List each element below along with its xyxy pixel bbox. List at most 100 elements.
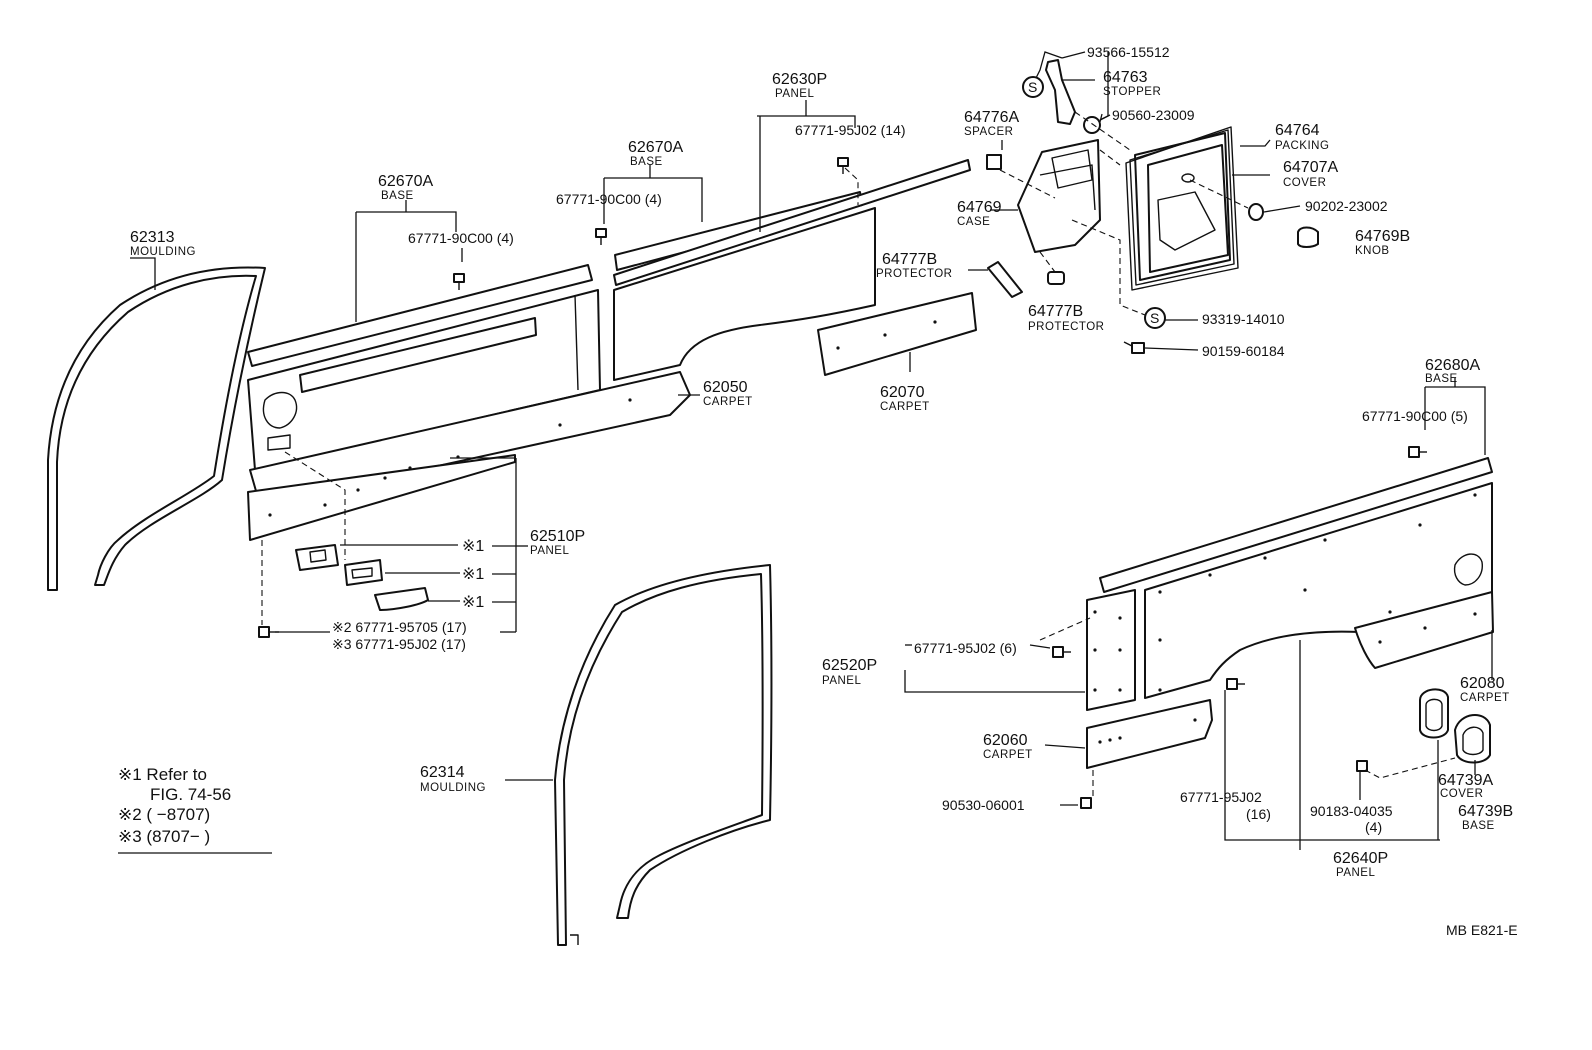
label-67771-90c00-5: 67771-90C00 (5) [1362, 408, 1468, 424]
label-qty-16: (16) [1246, 806, 1271, 822]
label-93319-14010: 93319-14010 [1202, 311, 1285, 327]
label-62670a-2: 62670A [628, 139, 683, 156]
label-64777b-1: 64777B [882, 251, 937, 268]
label-64769: 64769 [957, 199, 1002, 216]
label-90159-60184: 90159-60184 [1202, 343, 1285, 359]
label-64777b-2: 64777B [1028, 303, 1083, 320]
base-62670a-left [247, 264, 593, 367]
part-labels: 93566-15512 64763 STOPPER 90560-23009 64… [130, 44, 1518, 938]
label-carpet-2: CARPET [880, 401, 930, 413]
label-64764: 64764 [1275, 122, 1320, 139]
label-64776a: 64776A [964, 109, 1019, 126]
label-90560-23009: 90560-23009 [1112, 107, 1195, 123]
label-62050: 62050 [703, 379, 748, 396]
lower-panel-left [247, 454, 516, 541]
cover-64739a [1419, 688, 1449, 739]
label-qty-4: (4) [1365, 819, 1382, 835]
moulding-62314 [554, 564, 773, 946]
label-62070: 62070 [880, 384, 925, 401]
label-packing: PACKING [1275, 140, 1329, 152]
label-carpet-4: CARPET [1460, 692, 1510, 704]
stopper-64763 [1045, 59, 1076, 125]
label-62313: 62313 [130, 229, 175, 246]
nut-icons [1083, 116, 1264, 354]
label-64739a: 64739A [1438, 772, 1493, 789]
protector-64777b-2 [1047, 271, 1065, 285]
label-62670a-1: 62670A [378, 173, 433, 190]
label-62640p: 62640P [1333, 850, 1388, 867]
label-67771-95j02-16: 67771-95J02 [1180, 789, 1262, 805]
label-panel-4: PANEL [1336, 867, 1375, 879]
label-ref1-c: ※1 [462, 594, 484, 611]
label-moulding-2: MOULDING [420, 782, 486, 794]
label-62510p: 62510P [530, 528, 585, 545]
label-62080: 62080 [1460, 675, 1505, 692]
label-64739b: 64739B [1458, 803, 1513, 820]
figure-code: MB E821-E [1446, 922, 1518, 938]
label-carpet-1: CARPET [703, 396, 753, 408]
label-cover-2: COVER [1440, 788, 1483, 800]
label-67771-95j02-14: 67771-95J02 (14) [795, 122, 906, 138]
label-93566-15512: 93566-15512 [1087, 44, 1170, 60]
label-protector-1: PROTECTOR [876, 268, 953, 280]
label-base-4: BASE [1462, 820, 1495, 832]
label-spacer: SPACER [964, 126, 1013, 138]
label-90530-06001: 90530-06001 [942, 797, 1025, 813]
spacer-64776a [986, 154, 1002, 170]
label-base-2: BASE [630, 156, 663, 168]
label-67771-90c00-4b: 67771-90C00 (4) [556, 191, 662, 207]
label-cover-1: COVER [1283, 177, 1326, 189]
cover-64707a [1147, 144, 1229, 273]
panel-62640p [1144, 482, 1493, 699]
panel-62630p [613, 159, 971, 381]
label-90183-04035: 90183-04035 [1310, 803, 1393, 819]
label-62630p: 62630P [772, 71, 827, 88]
label-ref3-part: ※3 67771-95J02 (17) [332, 636, 466, 652]
footnotes: ※1 Refer to FIG. 74-56 ※2 ( −8707) ※3 (8… [118, 765, 272, 854]
label-carpet-3: CARPET [983, 749, 1033, 761]
base-64739b [1454, 714, 1491, 764]
label-67771-90c00-4a: 67771-90C00 (4) [408, 230, 514, 246]
label-base-1: BASE [381, 190, 414, 202]
label-67771-95j02-6: 67771-95J02 (6) [914, 640, 1017, 656]
s-mark-1: S [1028, 79, 1037, 95]
label-62314: 62314 [420, 764, 465, 781]
label-ref2-part: ※2 67771-95705 (17) [332, 619, 467, 635]
label-stopper: STOPPER [1103, 86, 1161, 98]
label-64763: 64763 [1103, 69, 1148, 86]
handle-part-3 [374, 587, 429, 611]
moulding-62313 [47, 266, 266, 591]
label-ref1-b: ※1 [462, 566, 484, 583]
protector-64777b-1 [987, 261, 1023, 298]
panel-62520p [1086, 589, 1136, 711]
label-62680a: 62680A [1425, 357, 1480, 374]
label-64769b: 64769B [1355, 228, 1410, 245]
label-64707a: 64707A [1283, 159, 1338, 176]
label-62060: 62060 [983, 732, 1028, 749]
label-base-3: BASE [1425, 373, 1458, 385]
handle-part-1 [295, 544, 339, 571]
case-64769 [1017, 139, 1101, 253]
label-protector-2: PROTECTOR [1028, 321, 1105, 333]
note-3: ※3 (8707− ) [118, 827, 210, 846]
leader-lines [130, 51, 1493, 850]
base-62680a [1099, 457, 1493, 593]
label-panel-2: PANEL [530, 545, 569, 557]
carpet-62060 [1086, 699, 1213, 769]
note-1-line-2: FIG. 74-56 [150, 785, 231, 804]
label-panel-3: PANEL [822, 675, 861, 687]
door-trim-panel-left [247, 289, 601, 471]
knob-64769b [1297, 226, 1319, 248]
label-90202-23002: 90202-23002 [1305, 198, 1388, 214]
label-ref1-a: ※1 [462, 538, 484, 555]
label-62520p: 62520P [822, 657, 877, 674]
label-panel-top: PANEL [775, 88, 814, 100]
carpet-62070 [817, 292, 977, 376]
note-2: ※2 ( −8707) [118, 805, 210, 824]
label-case: CASE [957, 216, 990, 228]
label-knob: KNOB [1355, 245, 1390, 257]
clip-icons [258, 157, 1427, 809]
s-mark-2: S [1150, 310, 1159, 326]
note-1-line-1: ※1 Refer to [118, 765, 207, 784]
